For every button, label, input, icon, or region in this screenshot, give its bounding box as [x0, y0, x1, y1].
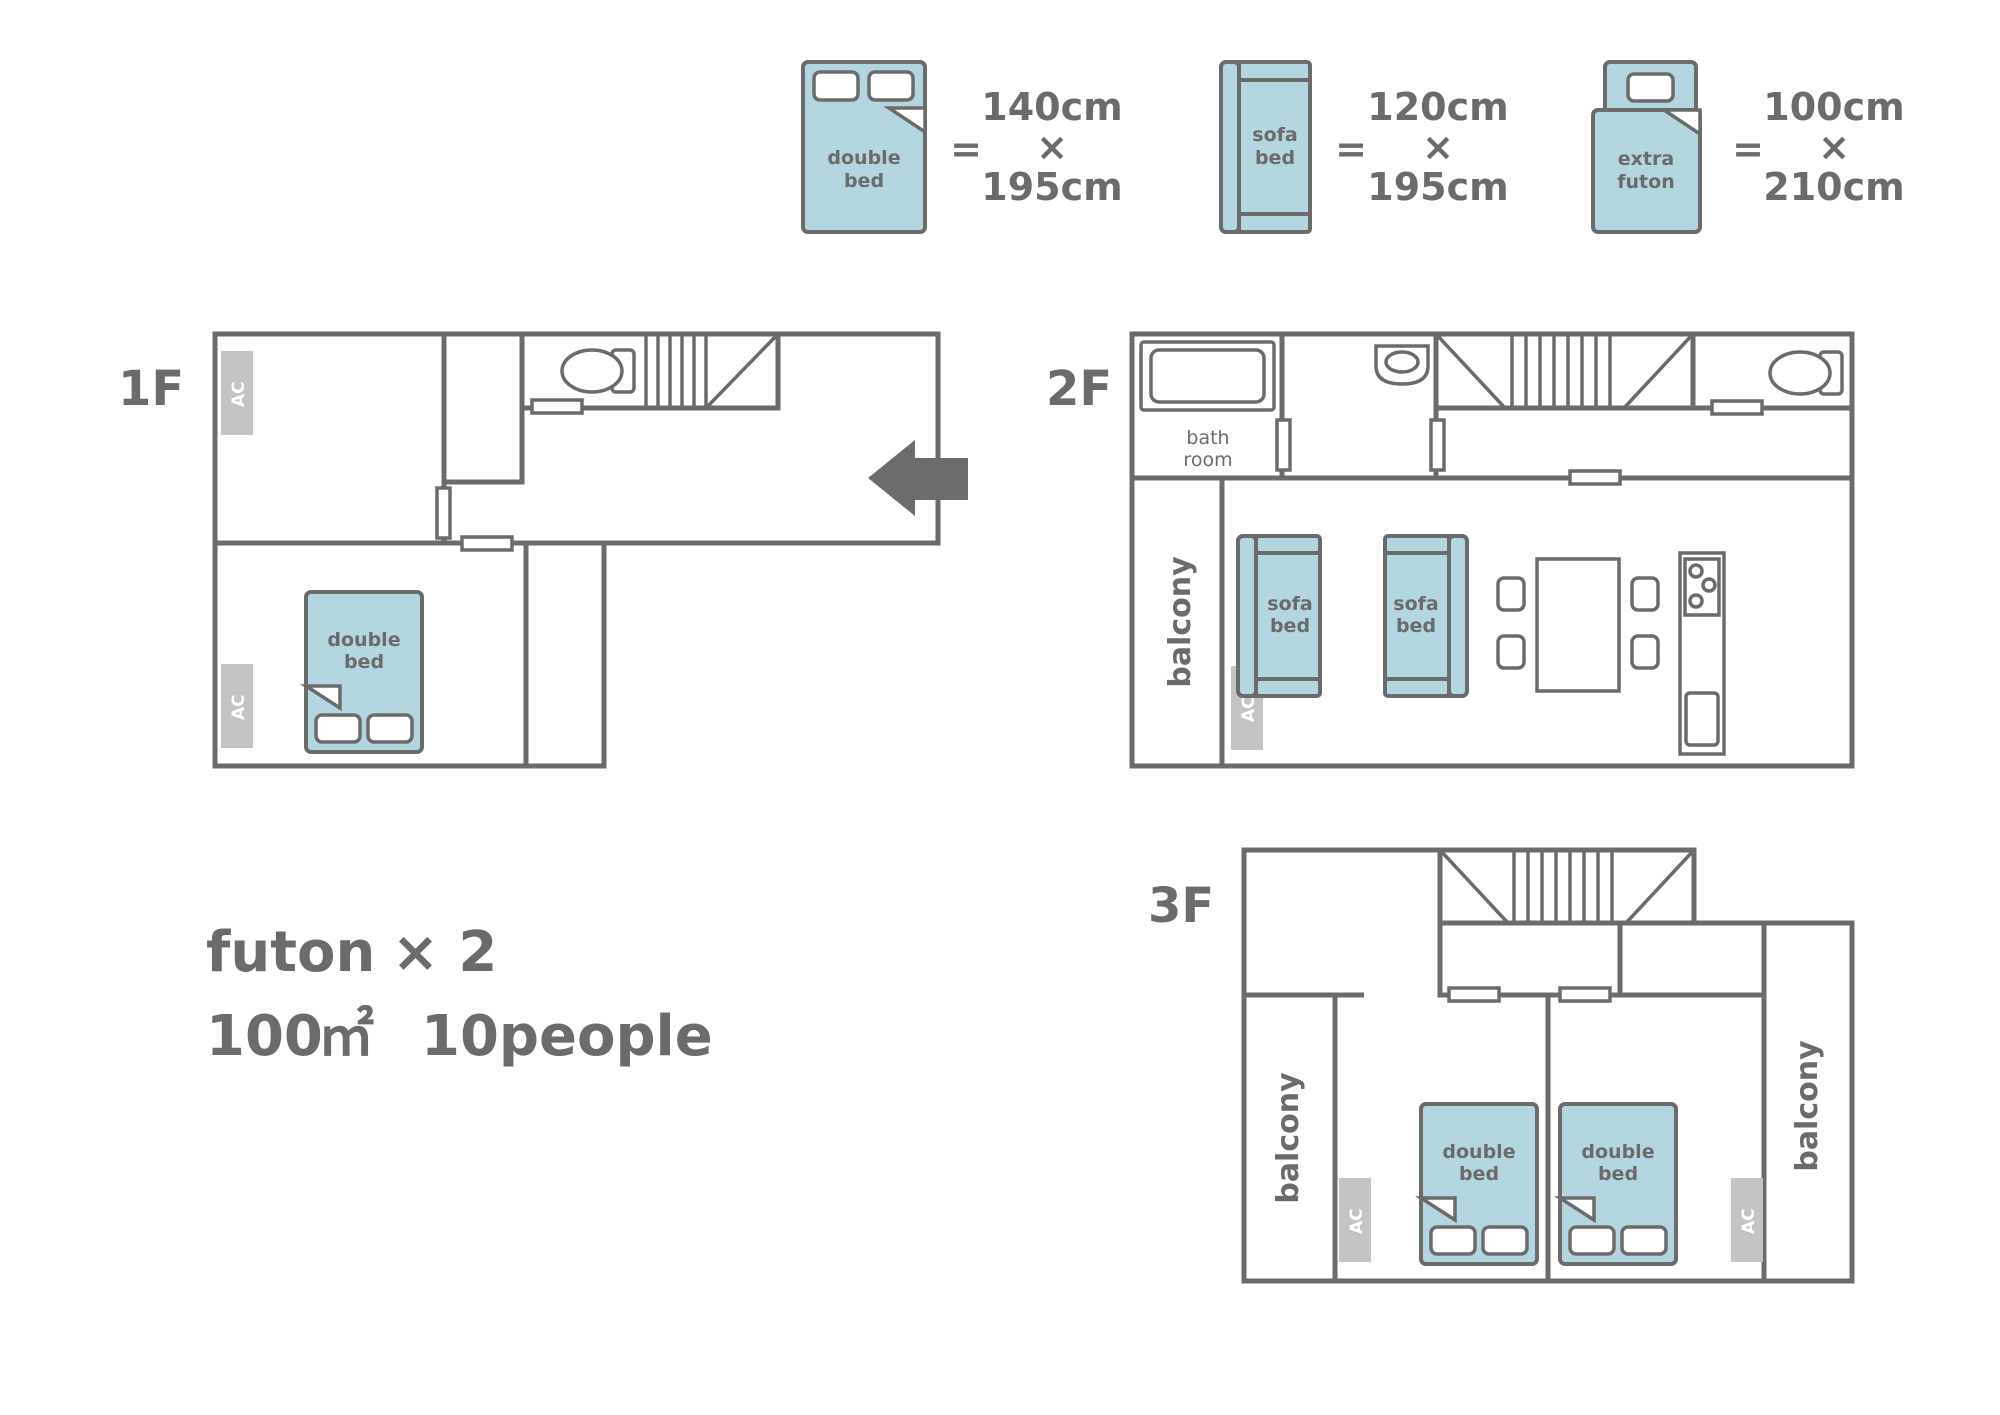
floor-1f: 1F AC AC: [118, 331, 968, 769]
ac-label: AC: [1739, 1208, 1759, 1234]
legend-double-bed-length: 195cm: [981, 165, 1122, 209]
bed-label-2: bed: [1598, 1163, 1638, 1185]
floor-2f-label: 2F: [1046, 361, 1112, 417]
kitchen-counter-icon: [1678, 551, 1726, 756]
legend-sofa-bed-label-1: sofa: [1252, 124, 1297, 146]
legend-times: ×: [1422, 125, 1454, 169]
legend-double-bed: double bed = 140cm × 195cm: [801, 60, 1123, 234]
sofa-label-2: bed: [1396, 615, 1436, 637]
bed-label-2: bed: [344, 651, 384, 673]
entrance-arrow-icon: [868, 440, 968, 516]
ac-label: AC: [1239, 696, 1259, 722]
floor-3f: 3F balcony balcony AC AC: [1148, 847, 1855, 1284]
legend-extra-futon-label-2: futon: [1617, 171, 1674, 193]
legend-double-bed-label-1: double: [827, 147, 900, 169]
legend-equals: =: [950, 127, 982, 171]
legend-sofa-bed-label-2: bed: [1255, 147, 1295, 169]
legend-sofa-bed-width: 120cm: [1367, 85, 1508, 129]
sofa-bed-2f-a: sofa bed: [1236, 534, 1322, 698]
sofa-label-1: sofa: [1267, 593, 1312, 615]
floor-2f: 2F bath room: [1046, 331, 1855, 769]
balcony-label: balcony: [1163, 556, 1198, 688]
bed-label-1: double: [1442, 1141, 1515, 1163]
summary-futon-count: × 2: [392, 920, 497, 985]
summary-area-value: 100: [206, 1004, 323, 1069]
legend-double-bed-width: 140cm: [981, 85, 1122, 129]
sofa-label-1: sofa: [1393, 593, 1438, 615]
double-bed-3f-b: double bed: [1554, 1102, 1678, 1266]
legend-extra-futon-label-1: extra: [1618, 148, 1674, 170]
summary: futon × 2 100 ㎡ 10people: [206, 920, 713, 1069]
legend-times: ×: [1036, 125, 1068, 169]
ac-label: AC: [229, 381, 249, 407]
legend-extra-futon: extra futon = 100cm × 210cm: [1591, 60, 1905, 234]
legend-extra-futon-length: 210cm: [1763, 165, 1904, 209]
bathtub-icon: [1139, 340, 1276, 412]
legend-sofa-bed-length: 195cm: [1367, 165, 1508, 209]
legend-extra-futon-width: 100cm: [1763, 85, 1904, 129]
toilet-icon: [560, 348, 636, 394]
bed-label-1: double: [1581, 1141, 1654, 1163]
legend-double-bed-label-2: bed: [844, 170, 884, 192]
balcony-label: balcony: [1790, 1040, 1825, 1172]
double-bed-3f-a: double bed: [1415, 1102, 1539, 1266]
ac-label: AC: [229, 694, 249, 720]
balcony-label: balcony: [1271, 1072, 1306, 1204]
sink-icon: [1374, 344, 1430, 386]
dining-table-icon: [1496, 557, 1660, 693]
legend-equals: =: [1732, 127, 1764, 171]
summary-area-unit: ㎡: [318, 1004, 374, 1069]
summary-futon: futon: [206, 920, 375, 985]
floor-1f-label: 1F: [118, 361, 184, 417]
bed-label-2: bed: [1459, 1163, 1499, 1185]
bed-label-1: double: [327, 629, 400, 651]
sofa-label-2: bed: [1270, 615, 1310, 637]
sofa-bed-2f-b: sofa bed: [1383, 534, 1469, 698]
bathroom-label-2: room: [1183, 449, 1232, 471]
summary-people: 10people: [421, 1004, 713, 1069]
legend-sofa-bed: sofa bed = 120cm × 195cm: [1219, 60, 1509, 234]
ac-label: AC: [1347, 1208, 1367, 1234]
legend-times: ×: [1818, 125, 1850, 169]
toilet-icon: [1768, 350, 1844, 396]
legend-equals: =: [1335, 127, 1367, 171]
double-bed-1f: double bed: [300, 590, 424, 754]
bathroom-label-1: bath: [1186, 427, 1229, 449]
floor-3f-label: 3F: [1148, 878, 1214, 934]
